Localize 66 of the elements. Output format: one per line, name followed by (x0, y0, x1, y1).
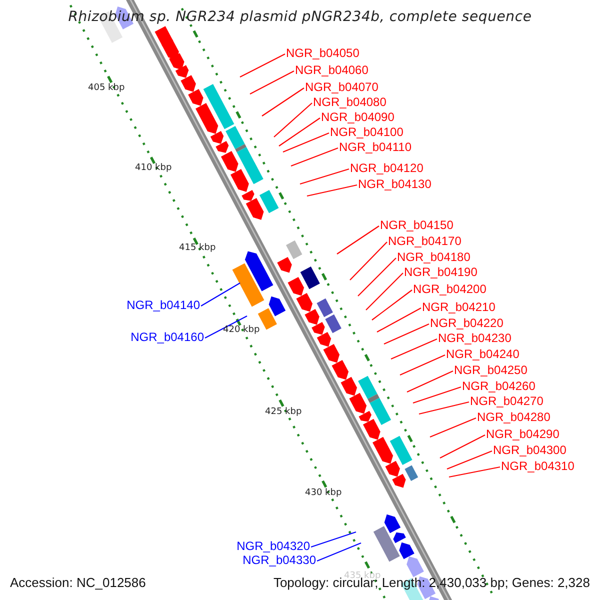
leader-line (316, 542, 362, 562)
gene-label: NGR_b04330 (242, 553, 316, 567)
leader-line (390, 338, 438, 360)
leader-line (240, 54, 286, 78)
gene-label: NGR_b04050 (286, 46, 360, 60)
leader-line (366, 272, 404, 310)
leader-line (384, 324, 430, 344)
gene-label: NGR_b04090 (321, 110, 394, 124)
scale-label: 425 kbp (265, 406, 302, 419)
leader-line (358, 258, 396, 296)
scale-label: 410 kbp (135, 162, 172, 175)
gene-label: NGR_b04260 (462, 379, 536, 393)
leader-line (448, 466, 500, 478)
leader-line (290, 147, 338, 167)
gene-label: NGR_b04200 (413, 282, 486, 296)
gene-label: NGR_b04250 (454, 363, 528, 377)
leader-line (262, 88, 304, 116)
leader-line (418, 401, 470, 415)
scale-label: 430 kbp (305, 487, 342, 500)
gene-label: NGR_b04290 (486, 427, 560, 441)
gene-label: NGR_b04170 (388, 234, 462, 248)
leader-line (250, 70, 294, 94)
gene-label: NGR_b04150 (380, 218, 454, 232)
leader-line (412, 386, 462, 404)
gene-label: NGR_b04100 (330, 125, 404, 139)
leader-line (440, 434, 486, 458)
gene-label: NGR_b04220 (430, 316, 504, 330)
leader-line (278, 118, 320, 146)
gene-label: NGR_b04180 (397, 250, 470, 264)
gene-label: NGR_b04310 (501, 459, 574, 473)
gene-label: NGR_b04240 (446, 347, 520, 361)
gene-label: NGR_b04120 (350, 161, 424, 175)
gene-label: NGR_b04110 (339, 140, 412, 154)
gene-label: NGR_b04160 (130, 330, 204, 344)
gene-label: NGR_b04300 (493, 443, 566, 457)
gene-label: NGR_b04130 (358, 177, 432, 191)
accession-text: Accession: NC_012586 (10, 576, 146, 590)
gene-label: NGR_b04280 (477, 410, 550, 424)
leader-line (350, 242, 388, 280)
leader-line (400, 354, 446, 376)
leader-line (200, 282, 240, 306)
leader-line (446, 450, 492, 470)
gene-label: NGR_b04270 (470, 394, 544, 408)
scale-label: 415 kbp (179, 242, 216, 255)
gene-label: NGR_b04190 (404, 265, 478, 279)
leader-line (282, 132, 330, 152)
title: Rhizobium sp. NGR234 plasmid pNGR234b, complete sequence (67, 10, 533, 24)
leader-line (376, 308, 422, 332)
scale-label: 420 kbp (223, 324, 260, 337)
leader-line (310, 531, 356, 548)
gene-label: NGR_b04060 (295, 63, 368, 77)
leader-line (430, 418, 476, 438)
gene-label: NGR_b04070 (305, 80, 378, 94)
scale-label: 405 kbp (88, 82, 125, 95)
leader-line (406, 370, 454, 392)
gene-label: NGR_b04320 (236, 539, 310, 553)
leader-line (336, 226, 380, 254)
leader-line (274, 102, 312, 138)
leader-line (300, 168, 350, 185)
leader-line (306, 184, 358, 197)
gene-label: NGR_b04080 (313, 95, 386, 109)
gene-label: NGR_b04140 (126, 298, 200, 312)
gene-label: NGR_b04210 (422, 300, 496, 314)
leader-line (204, 316, 248, 338)
gene-label: NGR_b04230 (438, 331, 512, 345)
leader-line (372, 290, 412, 320)
